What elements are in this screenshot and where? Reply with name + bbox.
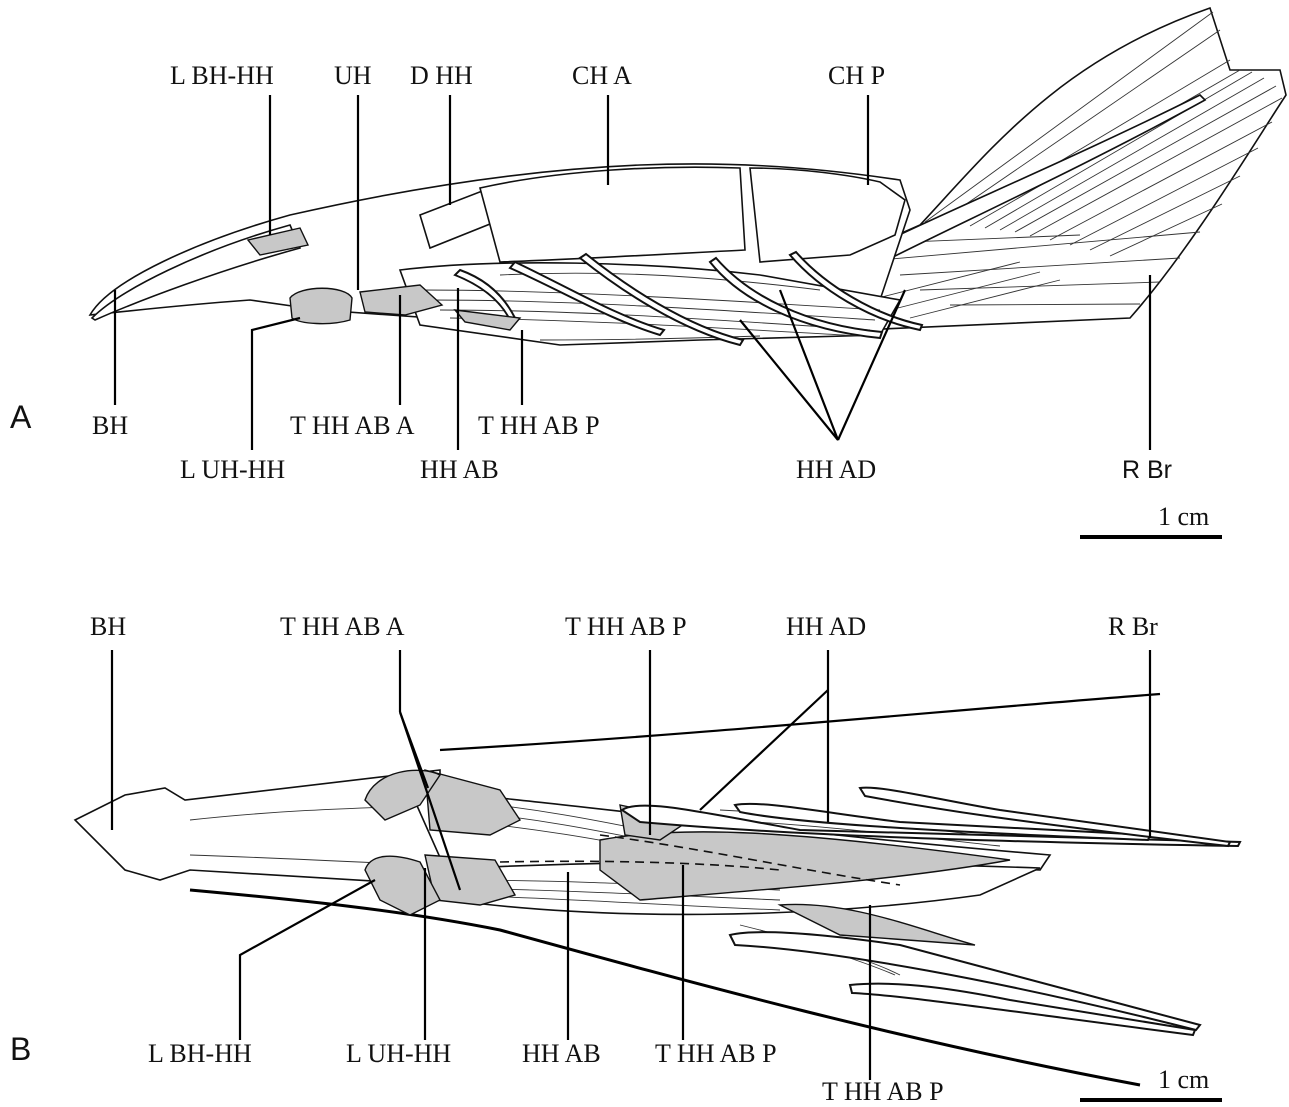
label-l-bh-hh-b: L BH-HH (148, 1039, 252, 1068)
label-t-hh-ab-p-b: T HH AB P (565, 612, 687, 641)
label-l-uh-hh-b: L UH-HH (346, 1039, 451, 1068)
panel-b-letter: B (10, 1031, 31, 1067)
scale-label-a: 1 cm (1158, 502, 1209, 531)
label-bh: BH (92, 411, 128, 440)
panel-b: B BH T HH AB A T HH AB P HH AD R Br L BH… (10, 612, 1240, 1106)
label-hh-ad-b: HH AD (786, 612, 866, 641)
label-t-hh-ab-p-b2: T HH AB P (655, 1039, 777, 1068)
label-ch-p: CH P (828, 61, 885, 90)
label-hh-ab: HH AB (420, 455, 499, 484)
scale-bar-a: 1 cm (1080, 502, 1222, 537)
label-l-bh-hh: L BH-HH (170, 61, 274, 90)
label-t-hh-ab-a: T HH AB A (290, 411, 415, 440)
hyoid-arch (90, 164, 922, 345)
panel-a: A L BH-HH UH D HH CH A CH P BH L UH-HH T… (10, 8, 1286, 537)
label-uh: UH (334, 61, 372, 90)
scale-label-b: 1 cm (1158, 1065, 1209, 1094)
label-r-br-b: R Br (1108, 612, 1158, 641)
label-r-br: R Br (1122, 456, 1172, 484)
panel-a-letter: A (10, 399, 32, 435)
label-hh-ad: HH AD (796, 455, 876, 484)
label-t-hh-ab-p-b3: T HH AB P (822, 1077, 944, 1106)
label-t-hh-ab-p: T HH AB P (478, 411, 600, 440)
label-bh-b: BH (90, 612, 126, 641)
branchiostegal-fan (830, 8, 1286, 330)
label-hh-ab-b: HH AB (522, 1039, 601, 1068)
scale-bar-b: 1 cm (1080, 1065, 1222, 1100)
label-l-uh-hh: L UH-HH (180, 455, 285, 484)
label-ch-a: CH A (572, 61, 632, 90)
label-d-hh: D HH (410, 61, 473, 90)
label-t-hh-ab-a-b: T HH AB A (280, 612, 405, 641)
